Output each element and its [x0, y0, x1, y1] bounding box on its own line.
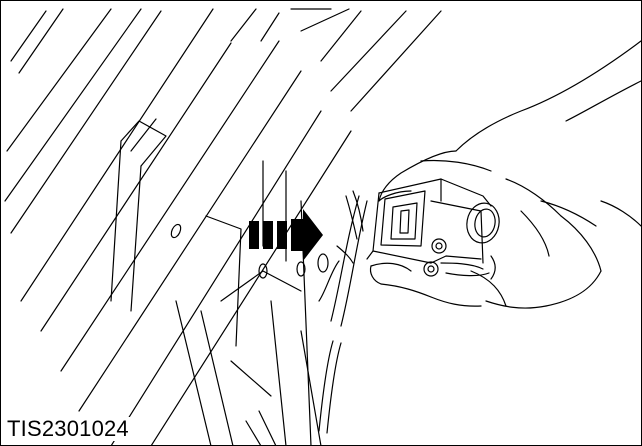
hand-icon: [369, 40, 641, 309]
panel-holes: [170, 223, 329, 279]
figure-id-label: TIS2301024: [5, 416, 131, 441]
body-panel-lines: [4, 8, 442, 445]
electrical-connector-icon: [336, 178, 500, 280]
wire-harness: [318, 195, 368, 434]
direction-arrow-icon: [249, 209, 323, 261]
